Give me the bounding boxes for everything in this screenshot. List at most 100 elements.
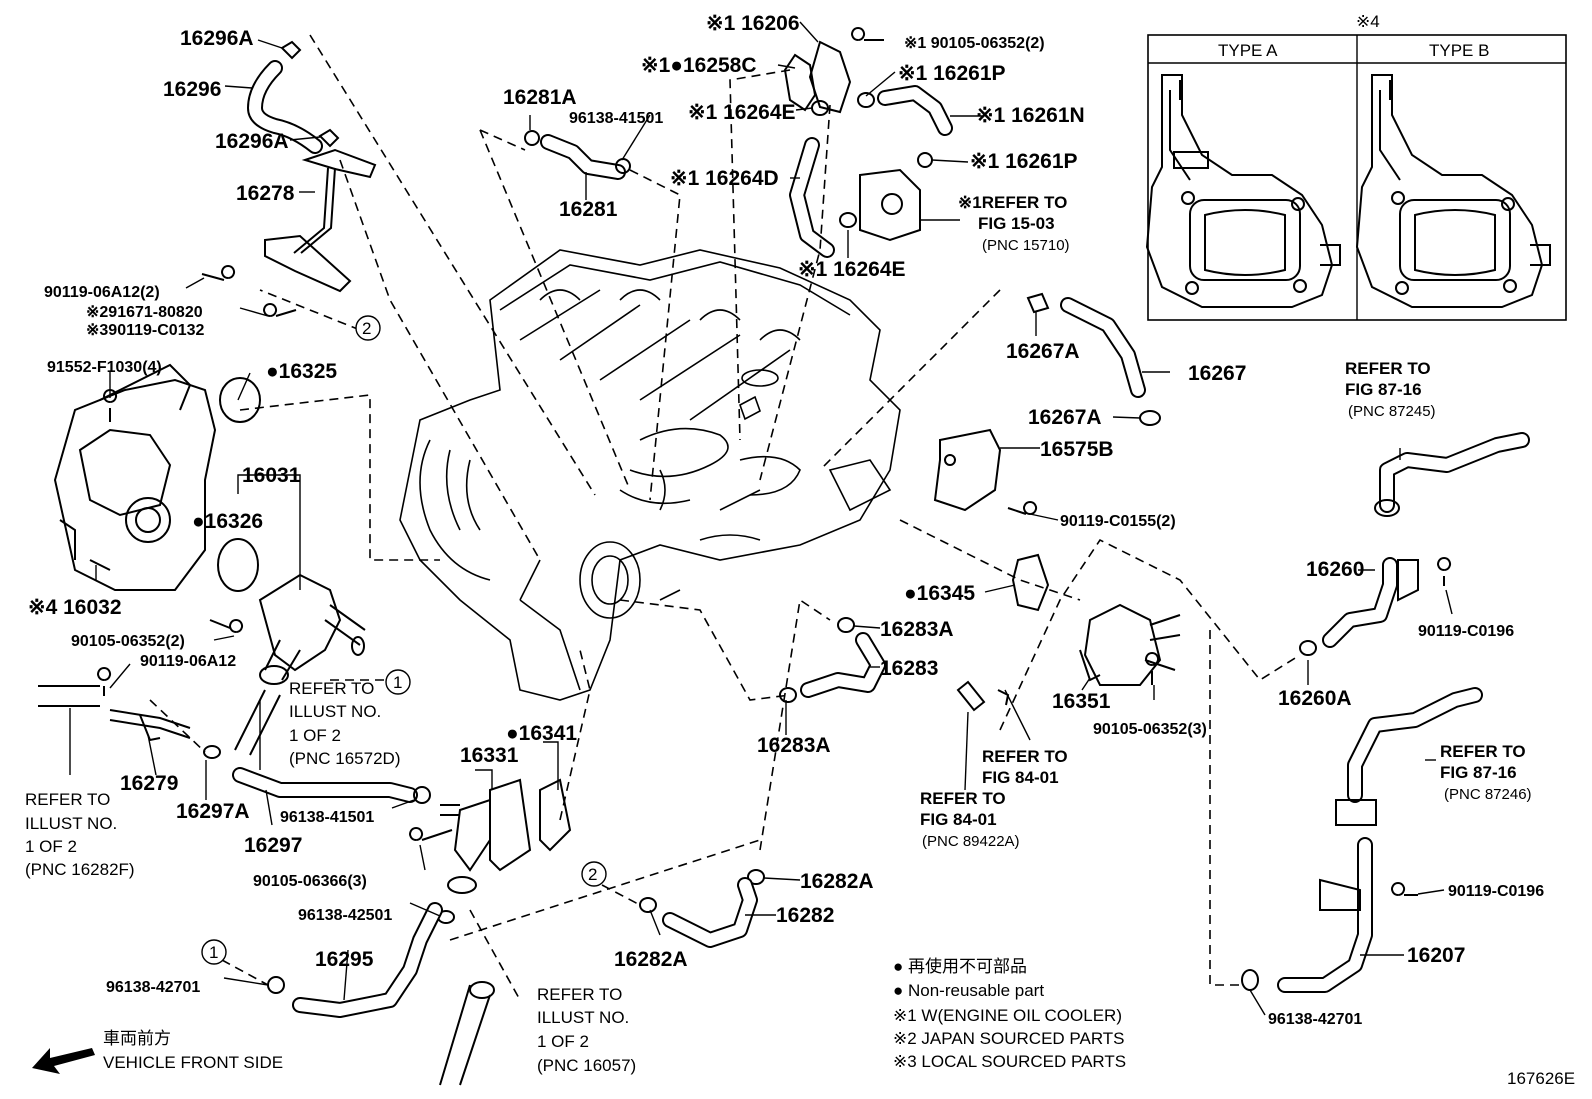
label-16206: ※1 16206 (706, 12, 800, 35)
diagram-id: 167626E (1507, 1069, 1575, 1088)
clamp-16281A (524, 130, 541, 146)
clamp-16261P-top (857, 92, 876, 108)
hose-16282 (662, 877, 758, 948)
label-16283A-top: 16283A (880, 618, 954, 641)
ref-84-01-b-1: REFER TO (920, 789, 1006, 808)
inset-marker: ※4 (1356, 12, 1380, 31)
label-16261N: ※1 16261N (976, 104, 1085, 127)
ref-hose-87245 (1374, 432, 1530, 517)
bolt-90119-06A12-2 (201, 265, 236, 281)
label-390119-C0132: ※390119-C0132 (86, 322, 204, 339)
ref-87246-3: (PNC 87246) (1444, 786, 1532, 803)
label-16264E-top: ※1 16264E (688, 101, 796, 124)
label-90119-06A12-2: 90119-06A12(2) (44, 284, 160, 301)
circle-1-b: 1 (209, 943, 218, 962)
ref-16057-1: REFER TO (537, 985, 622, 1004)
circle-2-a: 2 (362, 319, 371, 338)
legend-note-3: ※3 LOCAL SOURCED PARTS (893, 1052, 1126, 1071)
ref-hose-87246 (1335, 687, 1483, 826)
bracket-16575B (933, 428, 1002, 512)
hose-16267 (1060, 297, 1146, 398)
label-291671-80820: ※291671-80820 (86, 304, 203, 321)
clamp-16264E-top (811, 100, 830, 116)
legend-note-2: ※2 JAPAN SOURCED PARTS (893, 1029, 1125, 1048)
label-90105-06352-2: 90105-06352(2) (71, 633, 185, 650)
label-16267A-low: 16267A (1028, 406, 1102, 429)
label-16325: ●16325 (266, 360, 337, 383)
label-16295: 16295 (315, 948, 374, 971)
legend-non-reusable-jp: ● 再使用不可部品 (893, 956, 1027, 976)
clamp-96138-42701-right (1241, 969, 1260, 991)
ref-87246-2: FIG 87-16 (1440, 763, 1517, 782)
dashed-leaders (149, 34, 1301, 1001)
bolt-90105-06352-2 (209, 619, 244, 633)
label-16296A-mid: 16296A (215, 130, 289, 153)
label-16267A-top: 16267A (1006, 340, 1080, 363)
label-90119-06A12: 90119-06A12 (140, 653, 236, 670)
hose-16264D (789, 137, 835, 258)
bolt-90119-06A12 (97, 667, 112, 696)
clamp-96138-42701-left (267, 976, 286, 994)
type-a-label: TYPE A (1218, 41, 1278, 60)
label-16261P-low: ※1 16261P (970, 150, 1078, 173)
clamp-16297A (203, 745, 222, 759)
bolt-90105-06366 (409, 827, 453, 841)
label-16260: 16260 (1306, 558, 1364, 581)
hose-16295 (292, 902, 443, 1018)
hose-16281 (540, 134, 626, 180)
label-16281A: 16281A (503, 86, 577, 109)
label-16264D: ※1 16264D (670, 167, 779, 190)
water-pump-16032 (53, 363, 217, 591)
gasket-16326 (217, 538, 259, 592)
clamp-16264E-low (839, 212, 858, 228)
pipe-16207 (1277, 837, 1373, 993)
label-16282: 16282 (776, 904, 834, 927)
label-90105-06352-3: 90105-06352(3) (1093, 721, 1207, 738)
label-96138-42701-right: 96138-42701 (1268, 1011, 1362, 1028)
label-16261P-top: ※1 16261P (898, 62, 1006, 85)
reference-notes: ※1REFER TO FIG 15-03 (PNC 15710) REFER T… (25, 193, 1532, 1075)
ref-87245-2: FIG 87-16 (1345, 380, 1422, 399)
callout-circles: 2 1 1 2 (201, 315, 607, 965)
ref-hose-16572D (234, 689, 281, 756)
label-16260A: 16260A (1278, 687, 1352, 710)
label-16296A-top: 16296A (180, 27, 254, 50)
inlet-16031 (258, 573, 366, 685)
clamp-16261P-low (917, 152, 934, 168)
clamp-96138-41501-low (413, 786, 432, 804)
front-label-jp: 車両前方 (103, 1029, 171, 1048)
engine-block (399, 249, 901, 701)
label-16283A-low: 16283A (757, 734, 831, 757)
label-16282A-low: 16282A (614, 948, 688, 971)
legend-note-1: ※1 W(ENGINE OIL COOLER) (893, 1006, 1122, 1025)
label-16345: ●16345 (904, 582, 975, 605)
hose-16282F-ref (38, 685, 100, 707)
gasket-16258C (783, 53, 817, 112)
ref-16572D-1: REFER TO (289, 679, 374, 698)
label-16207: 16207 (1407, 944, 1465, 967)
pipe-16260 (1322, 557, 1419, 648)
bolt-291671 (263, 303, 297, 317)
ref-16057-3: 1 OF 2 (537, 1032, 589, 1051)
label-16297A: 16297A (176, 800, 250, 823)
ref-oil-cooler-3: (PNC 15710) (982, 237, 1070, 254)
label-91552-F1030: 91552-F1030(4) (47, 359, 162, 376)
clamp-16267A-low (1139, 410, 1162, 426)
label-96138-42501: 96138-42501 (298, 907, 392, 924)
bolt-90105-06352-3 (1145, 652, 1160, 685)
ref-16572D-4: (PNC 16572D) (289, 749, 401, 768)
solid-leaders (69, 21, 1453, 1016)
label-16326: ●16326 (192, 510, 263, 533)
ref-84-01-a-2: FIG 84-01 (982, 768, 1059, 787)
label-16341: ●16341 (506, 722, 577, 745)
label-16279: 16279 (120, 772, 178, 795)
label-16282A-top: 16282A (800, 870, 874, 893)
bolt-90119-C0196-low (1391, 882, 1418, 896)
hose-16283 (800, 632, 886, 698)
label-90119-C0196-low: 90119-C0196 (1448, 883, 1544, 900)
label-16258C: ※1●16258C (641, 54, 757, 77)
label-90119-C0155: 90119-C0155(2) (1060, 513, 1176, 530)
ref-84-01-b-3: (PNC 89422A) (922, 833, 1020, 850)
ref-16282F-2: ILLUST NO. (25, 814, 117, 833)
circle-2-b: 2 (588, 865, 597, 884)
